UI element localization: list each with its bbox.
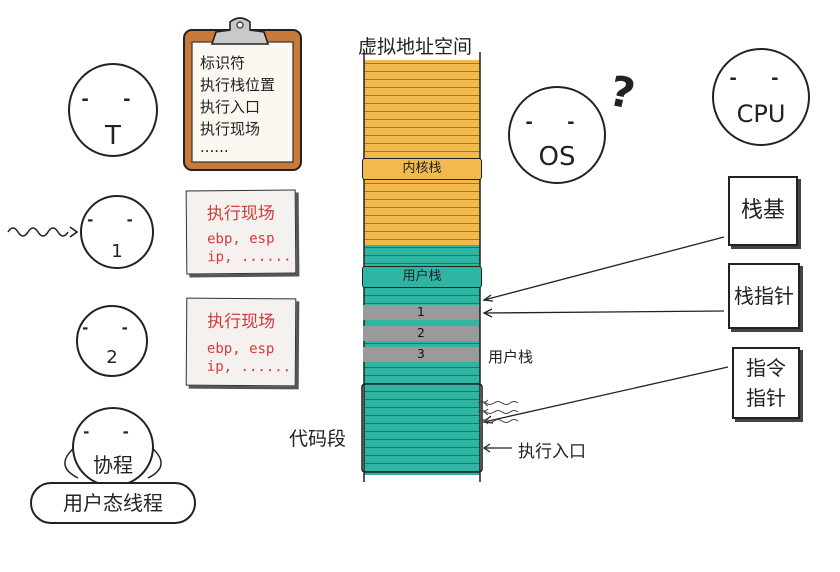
clipboard-clip: [210, 17, 270, 45]
clipboard-line: 标识符: [200, 54, 246, 72]
stack-pointer-box: 栈指针: [728, 263, 800, 329]
clipboard-line: 执行栈位置: [200, 76, 276, 94]
note-line: ip, ......: [206, 358, 292, 376]
clipboard-lines: 标识符 执行栈位置 执行入口 执行现场 ......: [200, 52, 276, 156]
os-label: OS: [538, 142, 576, 172]
clipboard-paper: [191, 41, 294, 163]
cpu-label: CPU: [736, 100, 786, 128]
instruction-pointer-arrow: [483, 366, 729, 423]
note-title: 执行现场: [207, 311, 276, 333]
context-note-2: 执行现场 ebp, esp ip, ......: [185, 297, 297, 387]
instruction-pointer-box: 指令 指针: [732, 347, 800, 419]
thread-1-label: 1: [111, 241, 123, 262]
stack-pointer-arrow: [483, 310, 725, 314]
code-segment-outline: [361, 383, 483, 473]
stack-slot-3: 3: [363, 347, 479, 362]
note-line: ip, ......: [207, 248, 292, 266]
instruction-pointer-line2: 指针: [746, 386, 786, 410]
clipboard-line: 执行现场: [200, 120, 261, 138]
cpu-face: - - CPU: [712, 48, 810, 146]
stack-base-arrow: [483, 236, 725, 301]
user-thread-pill: 用户态线程: [30, 482, 196, 524]
coroutine-face: - - 协程: [72, 407, 154, 487]
user-stack-label: 用户栈: [488, 348, 534, 366]
stack-slot-2: 2: [363, 326, 479, 341]
code-segment-label: 代码段: [289, 428, 347, 450]
memory-title: 虚拟地址空间: [358, 36, 473, 58]
clipboard-line: ......: [200, 138, 229, 156]
stack-base-box: 栈基: [728, 176, 798, 246]
thread-t-face: - - T: [68, 63, 158, 157]
kernel-stack-band: 内核栈: [362, 158, 482, 180]
thread-1-face: - - 1: [80, 195, 154, 269]
user-stack-band: 用户栈: [362, 266, 482, 288]
thread-t-label: T: [105, 121, 121, 151]
coroutine-label: 协程: [93, 453, 133, 477]
note-title: 执行现场: [206, 203, 275, 225]
stack-slot-1: 1: [363, 305, 479, 320]
thread-2-label: 2: [106, 347, 118, 368]
thread-2-face: - - 2: [76, 305, 148, 377]
context-note-1: 执行现场 ebp, esp ip, ......: [185, 189, 297, 275]
entry-label: 执行入口: [518, 442, 586, 462]
squiggle-arrow: [7, 227, 69, 237]
clipboard-line: 执行入口: [200, 98, 261, 116]
os-face: - - OS: [508, 86, 606, 184]
instruction-pointer-line1: 指令: [746, 356, 786, 380]
